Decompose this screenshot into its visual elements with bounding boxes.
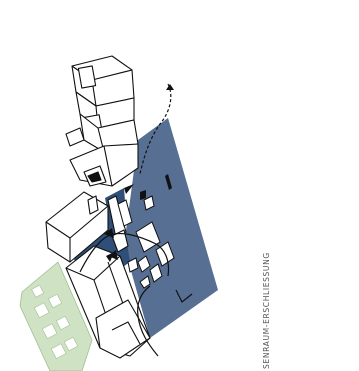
diagram-vertical-label: SENRAUM-ERSCHLIESSUNG (262, 252, 271, 369)
lower-block-volume (65, 245, 151, 359)
right-block-volume (107, 195, 129, 253)
slot-markers (104, 174, 172, 260)
route-path (79, 83, 193, 357)
mid-block-volume (45, 191, 109, 263)
green-space (19, 261, 93, 371)
buildings (45, 55, 151, 359)
direction-arrows (106, 84, 174, 262)
tower-top-volume (71, 55, 139, 153)
tower-base-volume (69, 143, 139, 187)
